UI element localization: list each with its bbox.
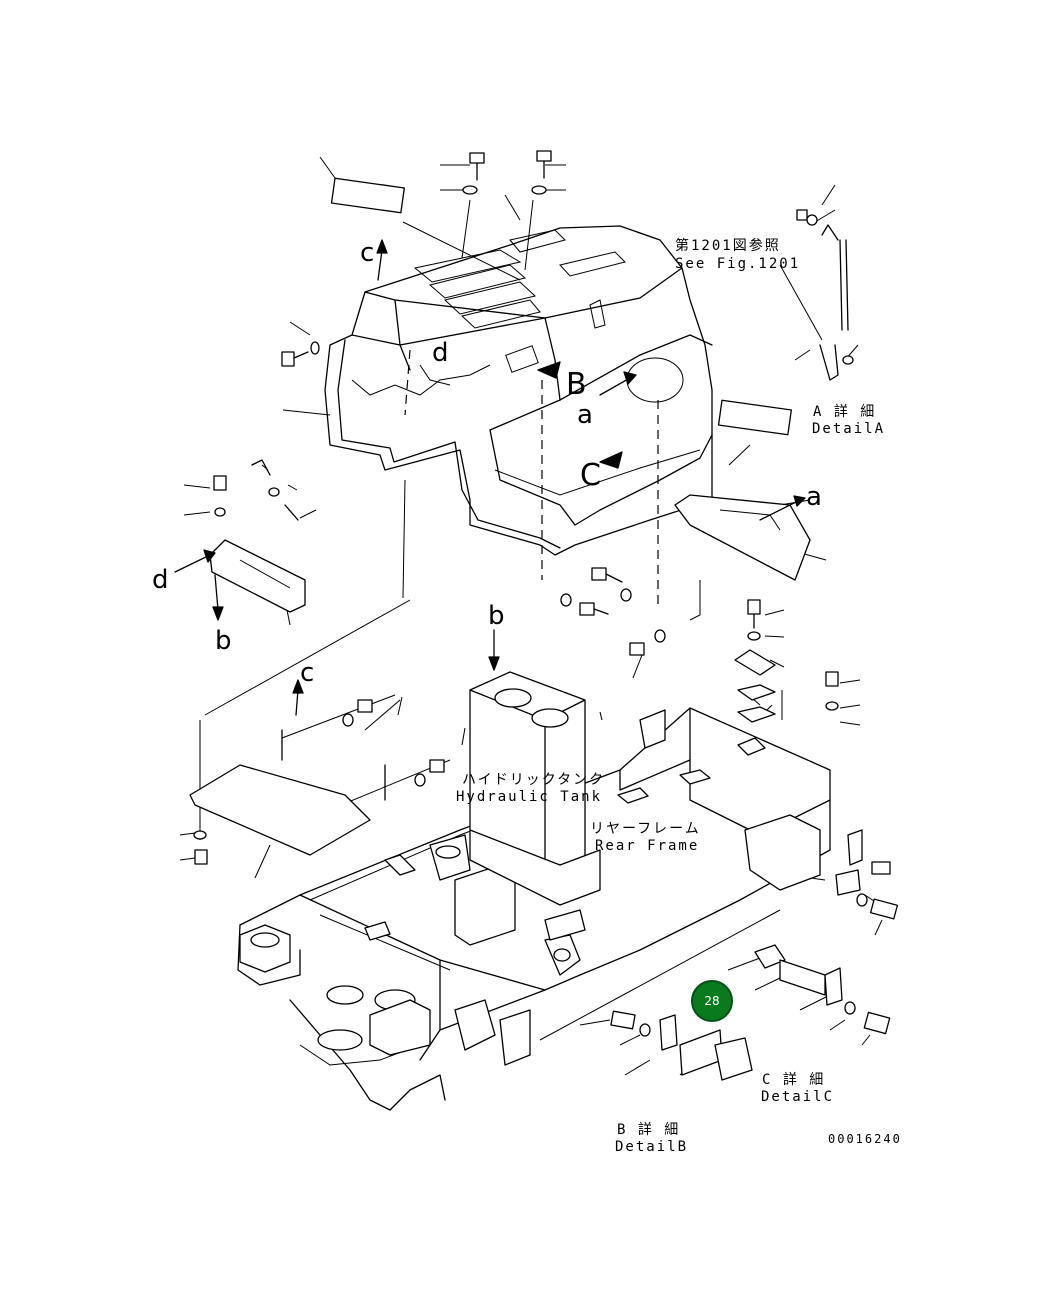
rear-frame-label-en: Rear Frame [595,838,700,854]
marker-a-left: a [577,400,593,430]
rear-frame [237,707,831,1111]
mid-bolts [193,567,839,865]
marker-b-left: b [215,626,232,656]
marker-C: C [580,458,601,493]
see-fig-label-en: See Fig.1201 [675,256,801,272]
rear-frame-label-jp: リヤーフレーム [590,821,701,837]
marker-d-left: d [152,565,169,595]
detail-a-drawing [796,209,854,381]
marker-c-top: c [360,238,375,268]
marker-B: B [566,367,587,402]
detail-bc-parts [610,829,899,1081]
detail-a-label-jp: A 詳 細 [813,404,877,420]
marker-b-mid: b [488,601,505,631]
marker-a-right: a [806,482,822,512]
hood-frame [324,334,713,556]
hydraulic-tank [429,671,601,906]
drawing-number: 00016240 [828,1132,902,1146]
hydraulic-tank-label-jp: ハイドリックタンク [462,772,606,788]
under-cover-plate [189,729,386,856]
marker-c-lower: c [300,658,315,688]
part-callout-28[interactable]: 28 [691,980,733,1022]
view-arrows [174,239,806,716]
marker-d-mid: d [432,338,449,368]
hydraulic-tank-label-en: Hydraulic Tank [456,789,603,805]
detail-c-label-jp: C 詳 細 [762,1072,826,1088]
detail-c-label-en: DetailC [761,1089,835,1105]
detail-b-label-en: DetailB [615,1139,689,1155]
side-cover [674,494,811,581]
engine-hood [351,225,713,526]
top-bolts [281,150,792,436]
detail-b-label-jp: B 詳 細 [617,1122,681,1138]
hidden-lines [404,349,659,610]
see-fig-label-jp: 第1201図参照 [675,238,781,254]
detail-a-label-en: DetailA [812,421,886,437]
bracket-d [209,459,306,613]
